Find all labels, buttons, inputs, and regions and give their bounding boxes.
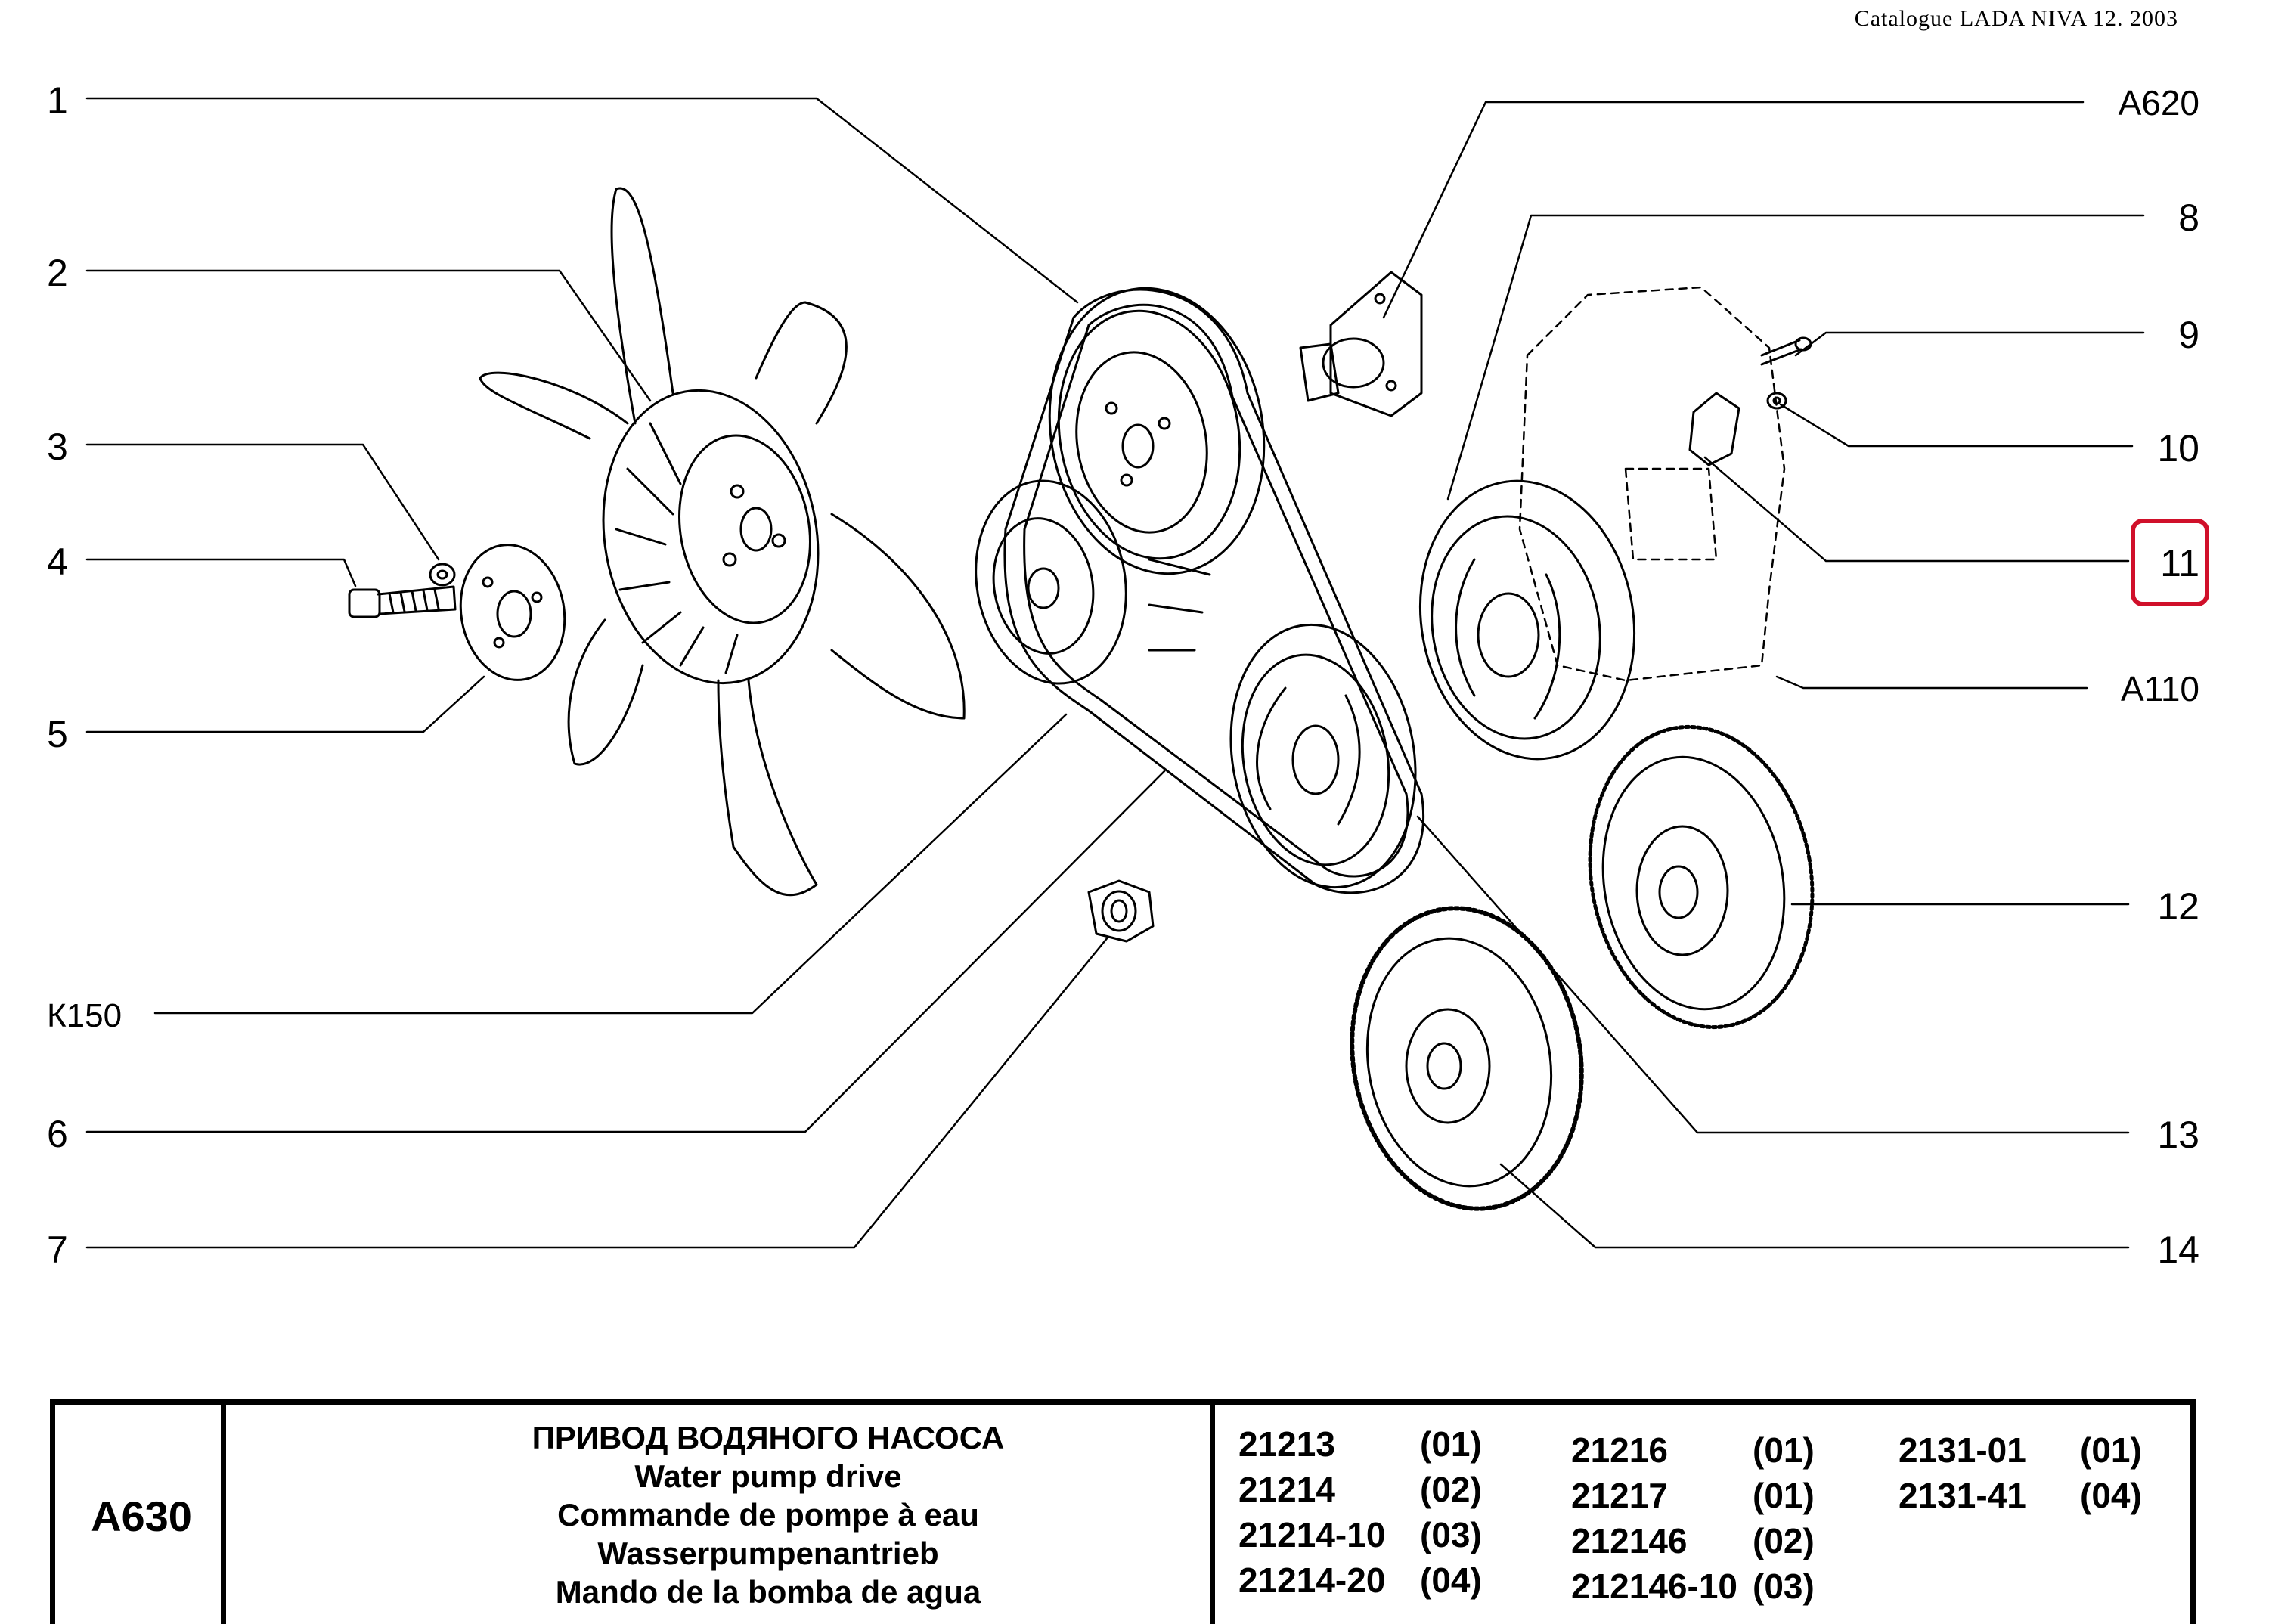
model-row: 2131-01 (01) [1899,1427,2142,1473]
model-code: (01) [1753,1430,1815,1470]
model-number: 21214-10 [1238,1515,1386,1554]
callout-10: 10 [2157,427,2199,470]
callout-14: 14 [2157,1229,2199,1271]
camshaft-pulley [1418,479,1636,761]
model-row: 21214-20 (04) [1238,1557,1482,1603]
section-code: A630 [91,1492,192,1540]
model-code: (02) [1753,1521,1815,1560]
model-code: (01) [2080,1430,2142,1470]
name-de: Wasserpumpenantrieb [597,1536,939,1571]
callout-6: 6 [47,1113,68,1155]
model-number: 21217 [1571,1476,1668,1515]
model-number: 21216 [1571,1430,1668,1470]
model-number: 21214-20 [1238,1560,1386,1600]
callout-8: 8 [2178,197,2199,239]
model-row: 212146 (02) [1571,1518,1815,1564]
name-es: Mando de la bomba de agua [555,1574,981,1610]
callout-3: 3 [47,426,68,468]
engine-cover [1518,286,1786,682]
model-column-1: 21213 (01) 21214 (02) 21214-10 (03) 21214-2… [1238,1421,1482,1603]
model-number: 212146-10 [1571,1567,1737,1606]
name-en: Water pump drive [634,1458,902,1494]
fan-blades [479,187,966,897]
model-row: 2131-41 (04) [1899,1473,2142,1518]
name-fr: Commande de pompe à eau [557,1497,979,1533]
model-code: (03) [1753,1567,1815,1606]
callout-5: 5 [47,713,68,755]
divider [1210,1405,1215,1624]
callout-k150: К150 [47,997,122,1034]
highlight-box-callout-11 [2131,519,2209,606]
divider [50,1405,55,1624]
callout-12: 12 [2157,885,2199,928]
model-number: 21213 [1238,1424,1335,1464]
divider [221,1405,226,1624]
callout-13: 13 [2157,1114,2199,1156]
callout-9: 9 [2178,314,2199,356]
callout-a620: A620 [2118,83,2199,122]
model-number: 2131-01 [1899,1430,2026,1470]
title-block: A630 ПРИВОД ВОДЯНОГО НАСОСА Water pump d… [50,1399,2196,1624]
model-number: 212146 [1571,1521,1688,1560]
tensioner-pulley [975,479,1211,685]
divider [2190,1405,2196,1624]
model-code: (02) [1420,1470,1482,1509]
model-code: (04) [1420,1560,1482,1600]
model-row: 21213 (01) [1238,1421,1482,1467]
model-column-2: 21216 (01) 21217 (01) 212146 (02) 212146-10… [1571,1427,1815,1609]
callout-2: 2 [47,252,68,294]
model-code: (04) [2080,1476,2142,1515]
model-code: (01) [1753,1476,1815,1515]
name-ru: ПРИВОД ВОДЯНОГО НАСОСА [532,1420,1005,1455]
model-row: 21216 (01) [1571,1427,1815,1473]
bolt-washer-plate [348,544,566,681]
toothed-pulley [1350,906,1584,1211]
model-code: (01) [1420,1424,1482,1464]
model-code: (03) [1420,1515,1482,1554]
model-column-3: 2131-01 (01) 2131-41 (04) [1899,1427,2142,1518]
model-row: 21214-10 (03) [1238,1512,1482,1557]
model-number: 21214 [1238,1470,1335,1509]
nut [1087,879,1155,943]
small-parts [1688,336,1812,466]
generator-pulley [1229,623,1417,889]
model-row: 21214 (02) [1238,1467,1482,1512]
fan-hub [602,389,820,685]
callout-11: 11 [2160,542,2199,584]
leader-lines-left [85,97,1166,1249]
callout-7: 7 [47,1229,68,1271]
callout-4: 4 [47,541,68,583]
callout-a110: A110 [2120,669,2199,708]
section-names: ПРИВОД ВОДЯНОГО НАСОСА Water pump drive … [269,1418,1267,1611]
model-row: 21217 (01) [1571,1473,1815,1518]
model-number: 2131-41 [1899,1476,2026,1515]
model-row: 212146-10 (03) [1571,1564,1815,1609]
v-belt [1003,288,1424,894]
crankshaft-pulley [1588,724,1815,1030]
catalogue-note: Catalogue LADA NIVA 12. 2003 [1854,6,2178,31]
callout-1: 1 [47,79,68,122]
flange [1299,271,1423,417]
